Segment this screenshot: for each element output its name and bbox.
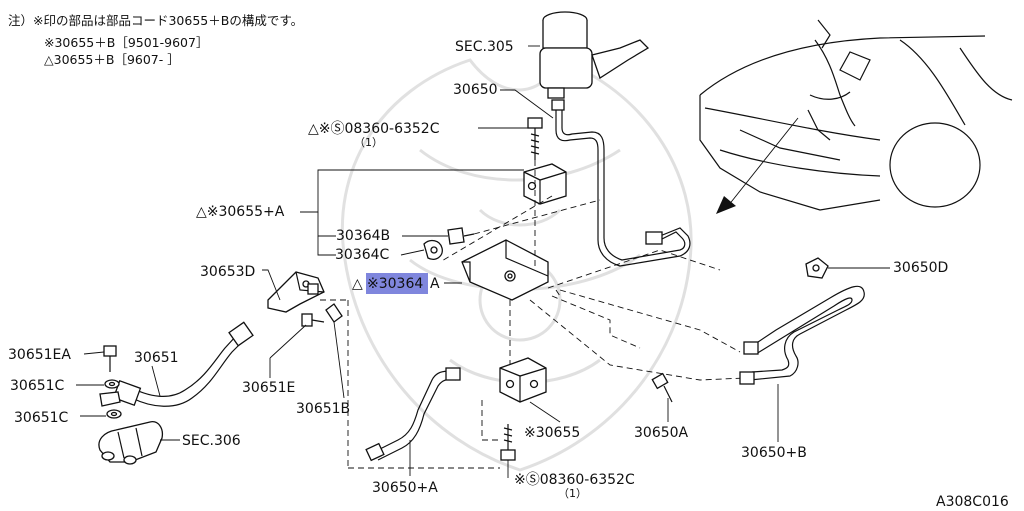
figure-code: A308C016 — [936, 494, 1009, 510]
clip-30364b — [447, 227, 475, 245]
label-30650b[interactable]: 30650+B — [741, 445, 807, 461]
operating-cylinder — [98, 421, 164, 465]
label-sec305[interactable]: SEC.305 — [455, 39, 514, 55]
label-30651b[interactable]: 30651B — [296, 401, 350, 417]
pipe-30650a — [365, 367, 461, 462]
bolt-bottom — [500, 424, 516, 461]
label-30651c-2[interactable]: 30651C — [14, 410, 69, 426]
junction-block-30655a — [523, 163, 567, 205]
note-line-1: 注）※印の部品は部品コード30655＋Bの構成です。 — [8, 13, 303, 28]
washer-30651c-lower — [106, 409, 122, 419]
label-30364a-prefix: △ — [352, 276, 363, 292]
clip-30651b — [325, 303, 343, 323]
label-30651ea[interactable]: 30651EA — [8, 347, 71, 363]
label-30651[interactable]: 30651 — [134, 350, 179, 366]
clip-30650d — [805, 257, 829, 279]
label-30653d[interactable]: 30653D — [200, 264, 255, 280]
label-sec306[interactable]: SEC.306 — [182, 433, 241, 449]
label-30655a[interactable]: △※30655+A — [196, 204, 285, 220]
bolt-top — [527, 117, 543, 160]
clip-30364c — [423, 239, 443, 260]
label-bolt-bottom[interactable]: ※Ⓢ08360-6352C — [514, 472, 635, 488]
car-front-illustration — [699, 19, 1013, 214]
highlight-30364a — [366, 273, 428, 294]
master-cylinder — [539, 11, 650, 99]
hose-30651 — [99, 321, 254, 407]
label-30364a-code[interactable]: ※30364 — [367, 276, 423, 292]
pipe-30650 — [551, 99, 691, 267]
label-30650-a-pipe[interactable]: 30650+A — [372, 480, 438, 496]
washer-30651c-upper — [104, 379, 120, 389]
dashed-guides — [320, 160, 746, 469]
note-line-2: ※30655＋B［9501-9607］ — [44, 35, 208, 50]
bolt-30650a — [651, 372, 673, 403]
bolt-30651ea — [103, 345, 117, 372]
label-30364b[interactable]: 30364B — [336, 228, 390, 244]
label-30650a[interactable]: 30650A — [634, 425, 689, 441]
note-line-3: △30655＋B［9607- ］ — [44, 52, 180, 67]
bolt-30651e — [301, 313, 325, 327]
junction-block-30655 — [499, 357, 547, 403]
label-30650d[interactable]: 30650D — [893, 260, 948, 276]
label-bolt-top-qty: （1） — [354, 136, 383, 149]
bracket-30364a — [461, 239, 549, 301]
label-30364a-suffix: A — [430, 276, 440, 292]
label-30650[interactable]: 30650 — [453, 82, 498, 98]
label-bolt-top[interactable]: △※Ⓢ08360-6352C — [308, 121, 440, 137]
label-30651e[interactable]: 30651E — [242, 380, 295, 396]
label-30655[interactable]: ※30655 — [524, 425, 580, 441]
bracket-30653d — [267, 271, 325, 313]
label-30651c-1[interactable]: 30651C — [10, 378, 65, 394]
label-bolt-bottom-qty: （1） — [558, 487, 587, 500]
label-30364c[interactable]: 30364C — [335, 247, 390, 263]
pipe-30650b — [739, 285, 865, 385]
